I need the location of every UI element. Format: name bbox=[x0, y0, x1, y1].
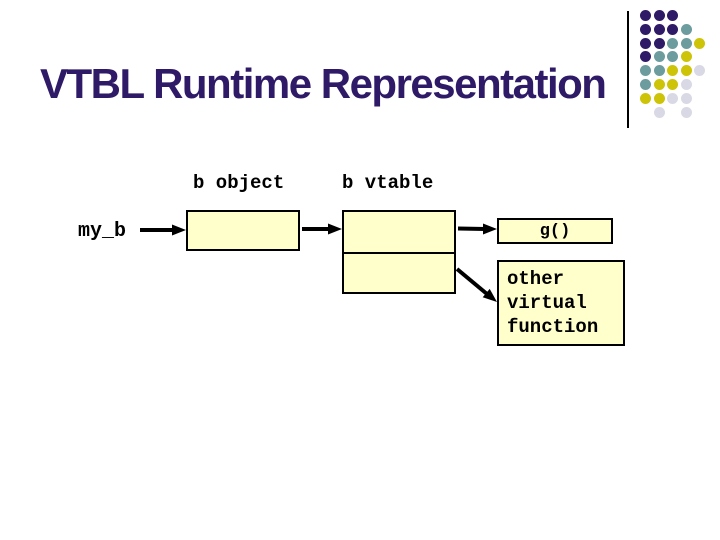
decor-dot bbox=[667, 37, 678, 49]
decor-dot bbox=[680, 65, 692, 77]
b-vtable-box bbox=[342, 210, 456, 294]
decor-dot bbox=[680, 79, 692, 90]
other-function-line: function bbox=[507, 316, 599, 338]
decor-dot bbox=[667, 65, 678, 77]
decor-dot bbox=[640, 23, 651, 35]
decor-dot bbox=[653, 79, 665, 90]
arrow-my-b-to-object bbox=[140, 224, 186, 236]
decor-dot bbox=[653, 37, 665, 49]
decor-dot bbox=[653, 23, 665, 35]
decor-dot bbox=[640, 65, 651, 77]
vtable-slot-g bbox=[344, 212, 454, 254]
decor-dot bbox=[667, 92, 678, 104]
decor-dot bbox=[680, 37, 692, 49]
g-function-box: g() bbox=[497, 218, 613, 244]
object-box-label: b object bbox=[193, 172, 285, 194]
decor-dot bbox=[680, 51, 692, 63]
decor-dot bbox=[667, 23, 678, 35]
decor-dot bbox=[640, 92, 651, 104]
pointer-variable-label: my_b bbox=[78, 220, 127, 243]
decor-dot bbox=[653, 106, 665, 118]
vtable-slot-other bbox=[344, 254, 454, 292]
other-function-line: other bbox=[507, 268, 565, 290]
slide-title: VTBL Runtime Representation bbox=[40, 60, 607, 107]
vtable-box-label: b vtable bbox=[342, 172, 434, 194]
decor-dot bbox=[667, 10, 678, 21]
decor-dot bbox=[640, 37, 651, 49]
decor-dot bbox=[653, 65, 665, 77]
g-function-label: g() bbox=[539, 221, 571, 241]
arrow-vtable-to-other bbox=[455, 267, 497, 302]
decor-dot bbox=[667, 51, 678, 63]
decor-dot bbox=[653, 10, 665, 21]
b-object-box bbox=[186, 210, 300, 251]
decor-dot bbox=[667, 79, 678, 90]
decor-dot bbox=[694, 37, 705, 49]
title-divider-line bbox=[627, 11, 629, 128]
other-function-line: virtual bbox=[507, 292, 587, 314]
decor-dot bbox=[694, 65, 705, 77]
decor-dot bbox=[640, 51, 651, 63]
arrow-vtable-to-g bbox=[457, 223, 497, 235]
decor-dot bbox=[680, 92, 692, 104]
other-virtual-function-box: other virtual function bbox=[497, 260, 625, 346]
decor-dot bbox=[640, 79, 651, 90]
decor-dot bbox=[653, 92, 665, 104]
decor-dot bbox=[680, 106, 692, 118]
decor-dot bbox=[680, 23, 692, 35]
decor-dot bbox=[640, 10, 651, 21]
arrow-object-to-vtable bbox=[302, 223, 342, 235]
decor-dot bbox=[653, 51, 665, 63]
